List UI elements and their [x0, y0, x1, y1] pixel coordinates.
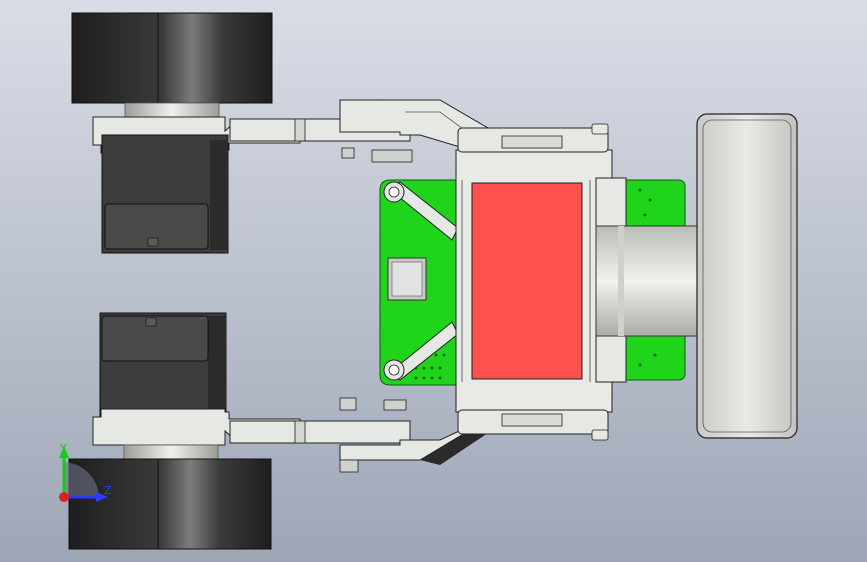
- center-chassis[interactable]: [455, 123, 627, 441]
- battery-pack: [471, 182, 583, 380]
- bottom-motor-gearbox: [101, 315, 209, 362]
- caster-wheel-outer: [696, 113, 798, 439]
- bottom-tire: [68, 458, 272, 550]
- top-wheel-hub: [124, 102, 220, 118]
- caster-axle: [595, 225, 699, 337]
- linkage-arm-lower: [383, 321, 459, 381]
- bottom-wheel-hub: [123, 444, 219, 460]
- top-tire: [71, 12, 273, 104]
- linkage-arm-upper: [383, 181, 459, 241]
- triad-label-z: Z: [104, 484, 112, 497]
- caster-wheel-inner: [702, 119, 792, 433]
- caster-wheel[interactable]: [696, 113, 798, 439]
- bottom-wheel-assembly[interactable]: [68, 444, 272, 550]
- bottom-motor-bracket[interactable]: [92, 397, 561, 473]
- top-motor-gearbox: [104, 203, 209, 250]
- bottom-arm-bar: [229, 420, 411, 444]
- triad-x-axis: [59, 492, 69, 502]
- axis-triad[interactable]: Y Z: [59, 442, 112, 502]
- triad-label-y: Y: [59, 442, 67, 455]
- triad-xz-plane: [64, 462, 99, 497]
- top-drive-motor[interactable]: [101, 134, 229, 254]
- bottom-gusset-shadow: [420, 425, 500, 465]
- top-wheel-assembly[interactable]: [71, 12, 273, 118]
